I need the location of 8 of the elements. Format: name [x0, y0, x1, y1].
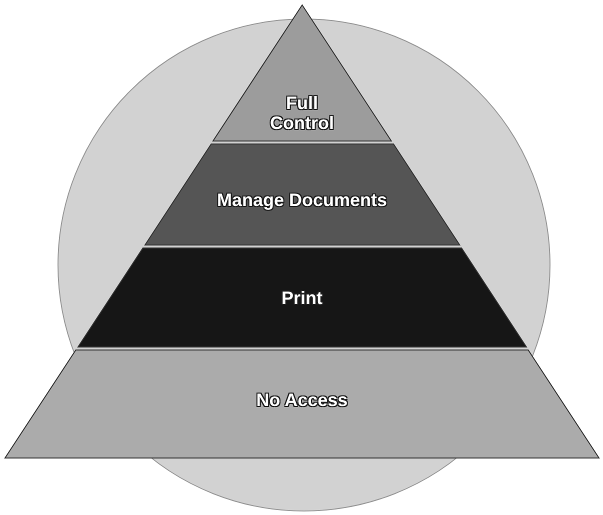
- pyramid-tier: [78, 248, 526, 347]
- tier-label: No Access: [255, 390, 349, 410]
- pyramid-tier: [5, 350, 599, 458]
- tier-label: Print: [280, 288, 324, 308]
- pyramid-tier: [212, 5, 392, 141]
- tier-label: Manage Documents: [216, 190, 388, 210]
- pyramid-tier: [144, 144, 460, 245]
- tier-label: Full Control: [268, 93, 335, 133]
